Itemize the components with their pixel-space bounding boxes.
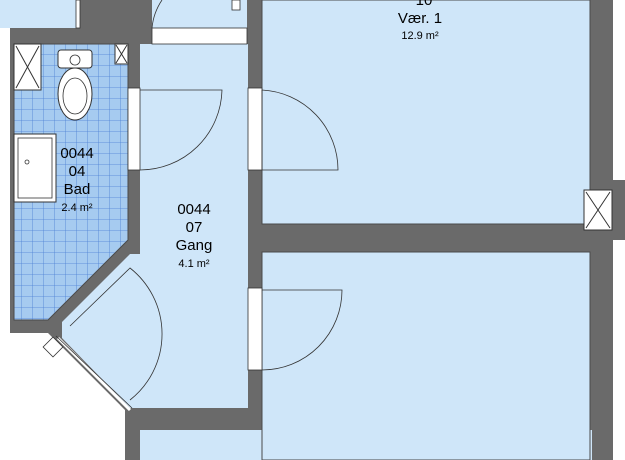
room-gang [62,44,248,408]
shaft-left-icon [13,43,42,91]
doors [42,0,343,412]
room-vaer1-area: 12.9 m² [401,30,439,42]
room-vaer1-number: 10 [416,0,433,9]
room-bad-number: 04 [69,163,86,180]
shaft-small-icon [114,43,129,65]
room-lower [262,252,590,460]
room-floors [0,0,592,460]
room-vaer1-name: Vær. 1 [398,10,442,27]
room-bad [14,44,128,320]
ventilation-shafts [13,43,613,231]
room-bad-code: 0044 [60,145,93,162]
room-bad-name: Bad [64,181,91,198]
room-top-left [0,0,76,28]
room-gang-number: 07 [186,219,203,236]
room-top-corridor [152,0,247,28]
toilet-icon [57,49,93,121]
room-bottom [140,430,592,460]
shaft-right-icon [583,189,613,231]
fixtures [13,49,93,203]
shower-tray-icon [13,133,57,203]
room-gang-code: 0044 [177,201,210,218]
room-labels: 10 Vær. 1 12.9 m² 0044 04 Bad 2.4 m² 004… [60,0,442,270]
room-bad-area: 2.4 m² [61,202,93,214]
room-gang-name: Gang [176,237,213,254]
room-gang-area: 4.1 m² [178,258,210,270]
room-vaer1 [262,0,590,224]
